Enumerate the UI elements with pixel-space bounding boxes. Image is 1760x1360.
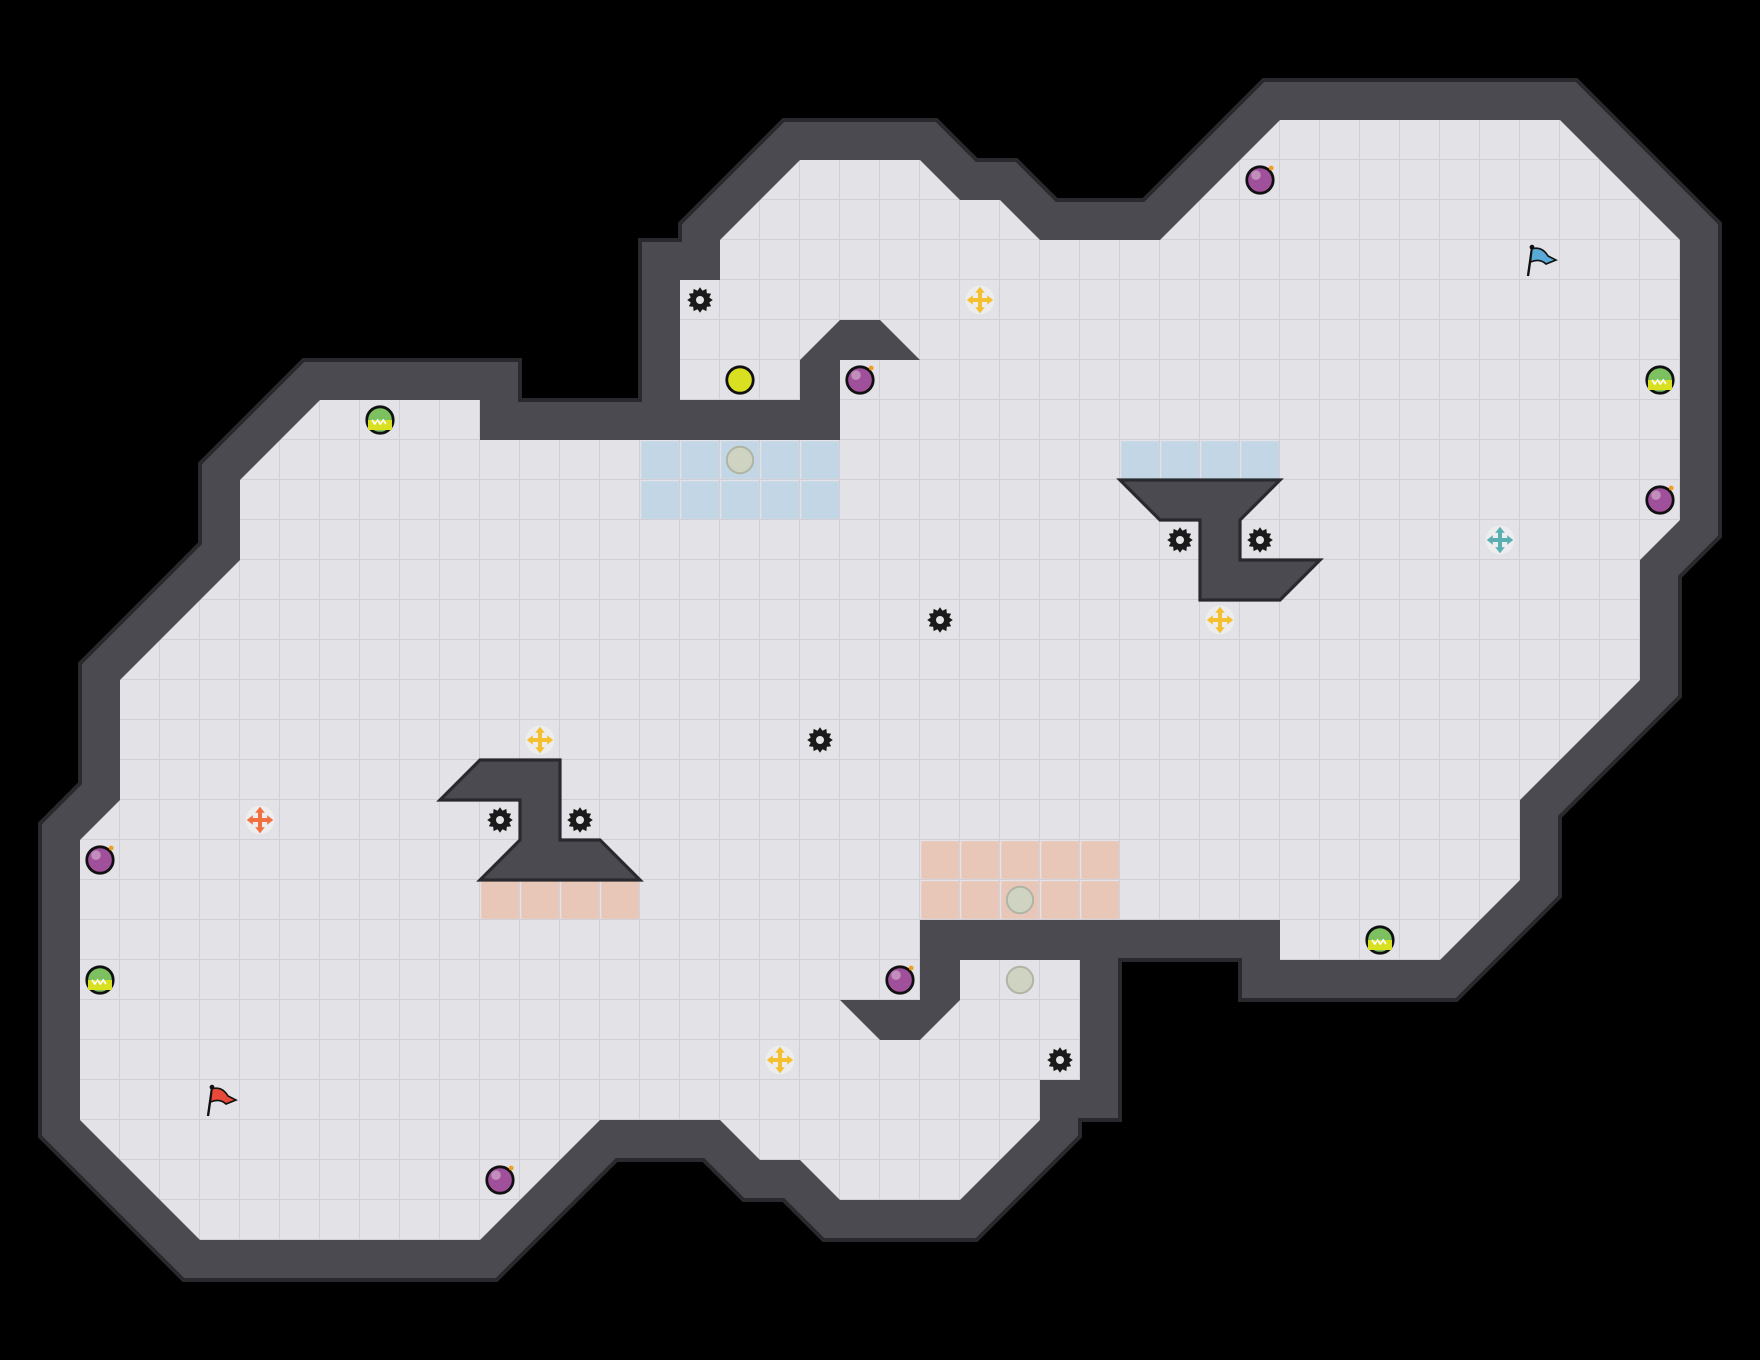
powerup-icon <box>1365 925 1395 955</box>
interior-wall-1 <box>436 758 644 882</box>
powerup-icon <box>1645 365 1675 395</box>
boost-arrows-icon <box>525 725 555 755</box>
blue-boost-icon <box>1485 525 1515 555</box>
spike-gear-icon <box>927 607 953 633</box>
spike-gear-icon <box>487 807 513 833</box>
red-flag-icon <box>206 1084 238 1117</box>
bomb-icon <box>85 845 115 875</box>
spike-gear-icon <box>687 287 713 313</box>
yellow-ball <box>725 365 755 395</box>
blue-zone-tile <box>801 441 839 479</box>
entities <box>85 165 1675 1195</box>
floor <box>80 120 1680 1240</box>
red-zone-tile <box>1001 841 1039 879</box>
red-boost-icon <box>245 805 275 835</box>
red-zone-tile <box>1041 881 1079 919</box>
blue-zone-tile <box>1241 441 1279 479</box>
blue-zone-tile <box>1161 441 1199 479</box>
red-zone-tile <box>921 881 959 919</box>
neutral-spot <box>1005 885 1035 915</box>
bomb-icon <box>1245 165 1275 195</box>
blue-zone-tile <box>1121 441 1159 479</box>
spike-gear-icon <box>567 807 593 833</box>
bomb-icon <box>1645 485 1675 515</box>
blue-zone-tile <box>761 441 799 479</box>
floor-tiles <box>80 120 1680 1240</box>
red-zone-tile <box>521 881 559 919</box>
neutral-spot <box>1005 965 1035 995</box>
blue-zone-tile <box>801 481 839 519</box>
red-zone-tile <box>961 881 999 919</box>
neutral-spot <box>725 445 755 475</box>
interior-walls <box>436 478 1324 882</box>
bomb-icon <box>885 965 915 995</box>
spike-gear-icon <box>1047 1047 1073 1073</box>
boost-arrows-icon <box>965 285 995 315</box>
red-zone-tile <box>1081 881 1119 919</box>
red-zone-tile <box>601 881 639 919</box>
blue-zone-tile <box>761 481 799 519</box>
red-zone-tile <box>961 841 999 879</box>
boost-arrows-icon <box>765 1045 795 1075</box>
red-zone-tile <box>481 881 519 919</box>
interior-wall-2 <box>1116 478 1324 602</box>
blue-zone-tile <box>681 481 719 519</box>
red-zone-tile <box>1041 841 1079 879</box>
spike-gear-icon <box>1247 527 1273 553</box>
blue-zone-tile <box>721 481 759 519</box>
blue-zone-tile <box>681 441 719 479</box>
bomb-icon <box>485 1165 515 1195</box>
red-zone-tile <box>561 881 599 919</box>
powerup-icon <box>85 965 115 995</box>
powerup-icon <box>365 405 395 435</box>
red-zone-tile <box>921 841 959 879</box>
blue-zone-tile <box>1201 441 1239 479</box>
blue-flag-icon <box>1526 244 1558 277</box>
spike-gear-icon <box>807 727 833 753</box>
bomb-icon <box>845 365 875 395</box>
blue-zone-tile <box>641 481 679 519</box>
spike-gear-icon <box>1167 527 1193 553</box>
boost-arrows-icon <box>1205 605 1235 635</box>
blue-zone-tile <box>641 441 679 479</box>
team-zones <box>481 441 1279 919</box>
red-zone-tile <box>1081 841 1119 879</box>
